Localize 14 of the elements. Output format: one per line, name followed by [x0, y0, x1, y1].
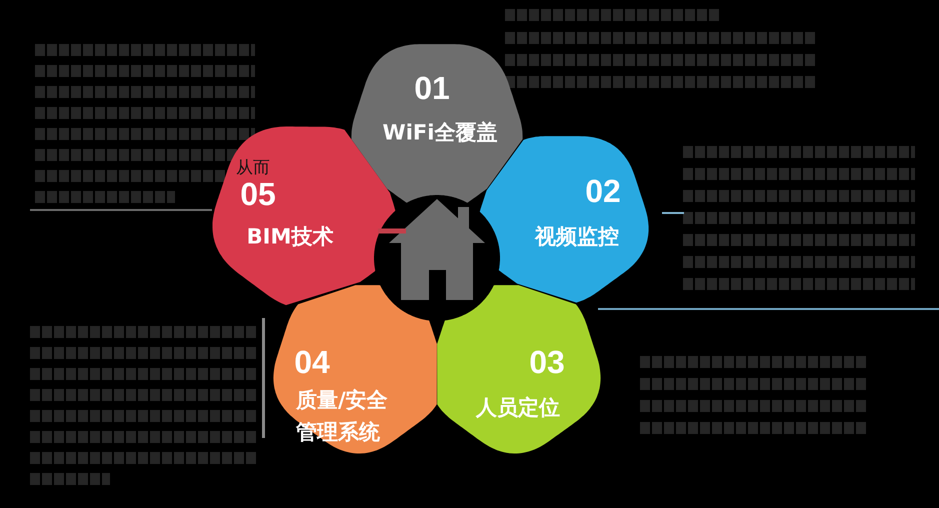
petal-shape	[351, 44, 523, 203]
step-number: 01	[414, 72, 450, 104]
step-number: 05	[240, 178, 276, 210]
petal-shape	[437, 285, 601, 454]
label-text: 从而	[236, 160, 270, 177]
connector-line	[378, 228, 406, 234]
step-label: BIM技术	[246, 224, 334, 250]
step-number: 03	[529, 346, 565, 378]
step-number: 04	[294, 346, 330, 378]
step-label: WiFi全覆盖	[382, 120, 498, 146]
step-label: 质量/安全管理系统	[296, 387, 389, 446]
step-number: 02	[585, 175, 621, 207]
step-label: 人员定位	[476, 395, 560, 421]
step-label: 视频监控	[535, 224, 619, 250]
